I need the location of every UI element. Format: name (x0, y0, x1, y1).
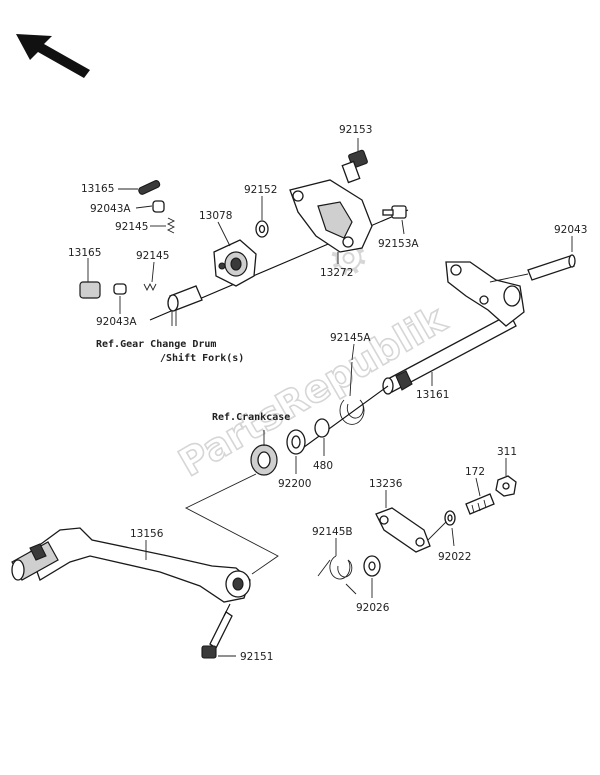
label-92043: 92043 (554, 224, 587, 236)
axis-92043 (489, 273, 529, 283)
washer-92200 (286, 429, 306, 455)
pin-13165-top (138, 180, 161, 195)
leader-92043A-top (135, 205, 153, 209)
washer-92026 (363, 555, 381, 577)
leader-13078 (217, 221, 231, 247)
spring-92145-mid (143, 282, 157, 292)
label-311: 311 (497, 446, 517, 458)
label-480: 480 (313, 460, 333, 472)
pin-13165-mid (79, 281, 101, 299)
label-92153A: 92153A (378, 238, 419, 250)
bolt-92151 (201, 611, 233, 659)
leader-92145A (351, 343, 355, 361)
nut-311 (495, 475, 517, 497)
pin-92043A-top (152, 200, 165, 213)
label-172: 172 (465, 466, 485, 478)
label-13165-mid: 13165 (68, 247, 101, 259)
leader-92145-mid (151, 261, 155, 283)
gear-change-drum-shaft (167, 285, 203, 326)
pin-92043A-bottom (113, 283, 127, 295)
leader-92022 (451, 527, 455, 547)
label-92043A-bottom: 92043A (96, 316, 137, 328)
label-92022: 92022 (438, 551, 471, 563)
washer-92022 (444, 510, 456, 526)
washer-92152 (255, 220, 269, 238)
ref-crankcase: Ref.Crankcase (212, 412, 290, 423)
shaft-axis (299, 385, 389, 451)
label-92151: 92151 (240, 651, 273, 663)
plate-13272 (289, 179, 373, 253)
spring-92145A (339, 361, 365, 425)
label-92200: 92200 (278, 478, 311, 490)
label-92145A: 92145A (330, 332, 371, 344)
assembly-bracket (184, 473, 279, 575)
leader-172 (475, 477, 481, 497)
ref-gear-change-drum: Ref.Gear Change Drum (96, 339, 216, 350)
label-92026: 92026 (356, 602, 390, 614)
spring-92145-top (166, 217, 176, 234)
label-92145-mid: 92145 (136, 250, 169, 262)
label-13161: 13161 (416, 389, 449, 401)
shift-shaft-13161 (382, 261, 525, 395)
label-13236: 13236 (369, 478, 403, 490)
label-13156: 13156 (130, 528, 164, 540)
axis-13236 (427, 521, 447, 541)
bolt-92153 (341, 149, 368, 184)
label-92145-top: 92145 (115, 221, 148, 233)
axis-92151 (223, 603, 231, 617)
stud-172 (465, 493, 495, 515)
label-92145B: 92145B (312, 526, 353, 538)
pedal-13156 (11, 527, 251, 603)
leader-92153A (401, 219, 405, 235)
label-13272: 13272 (320, 267, 353, 279)
spring-92145B (317, 555, 357, 595)
ref-shift-forks: /Shift Fork(s) (160, 352, 244, 364)
pin-92043 (527, 254, 576, 281)
circlip-480 (314, 418, 330, 438)
front-direction-arrow-icon (16, 34, 90, 78)
oil-seal (250, 444, 278, 476)
label-13165-top: 13165 (81, 183, 114, 195)
label-92153: 92153 (339, 124, 372, 136)
bolt-92153A (382, 205, 407, 219)
link-13236 (375, 507, 431, 553)
label-92152: 92152 (244, 184, 277, 196)
label-92043A-top: 92043A (90, 203, 131, 215)
label-13078: 13078 (199, 210, 232, 222)
watermark-text: PartsRepublik (171, 297, 453, 485)
holder-13078 (213, 239, 257, 287)
